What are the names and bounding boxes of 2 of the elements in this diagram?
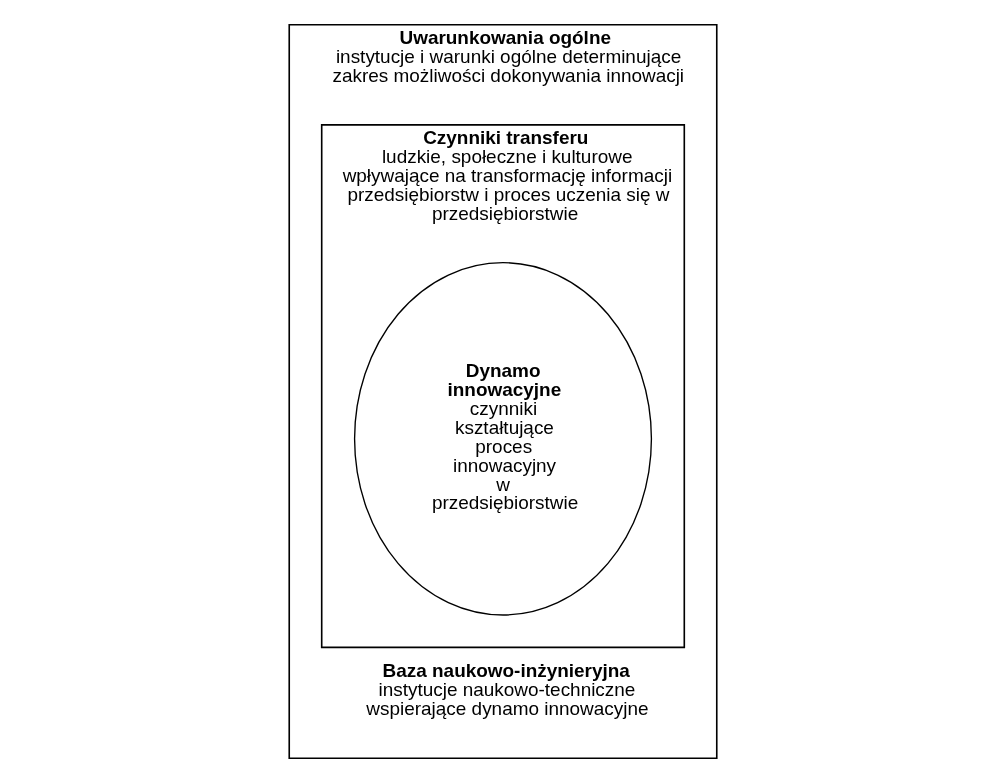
node-ellipse: Dynamo innowacyjne czynniki kształtujące proces innowacyjny w przedsiębiorstwie [353, 262, 653, 616]
label: Baza naukowo-inżynieryjna [382, 660, 630, 682]
